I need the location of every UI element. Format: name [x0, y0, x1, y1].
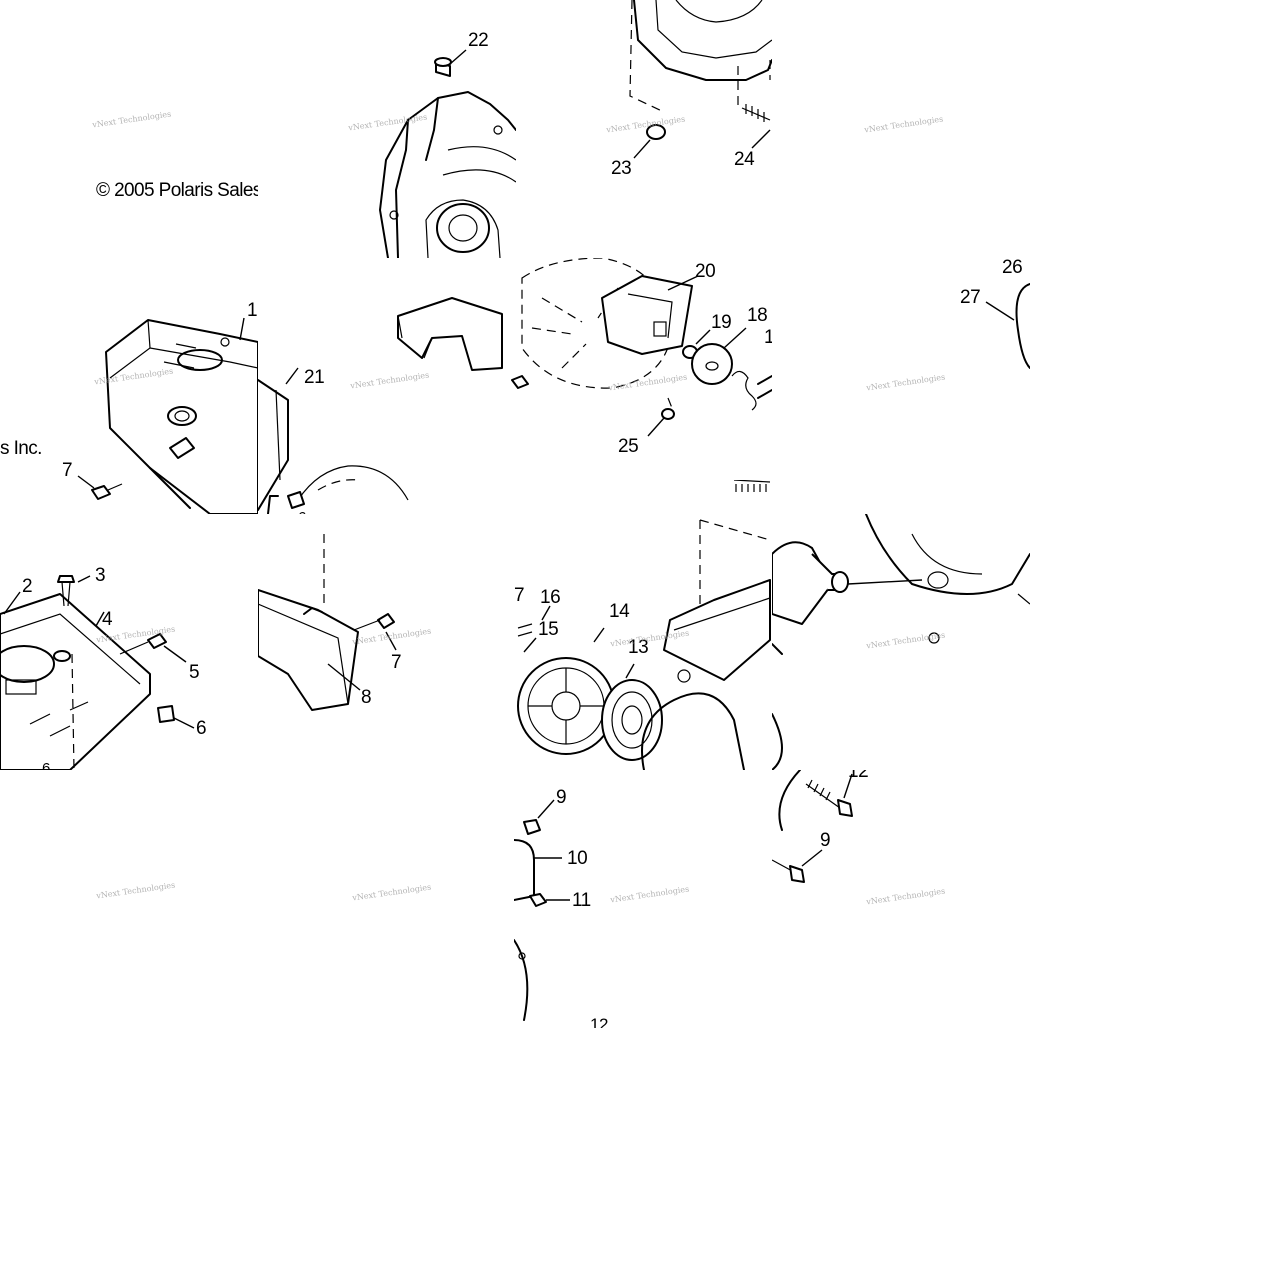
lower-cover-drawing [0, 575, 195, 770]
callout-2: 2 [22, 576, 33, 597]
fan-shroud-drawing [258, 367, 409, 514]
crankcase-cover-drawing [379, 49, 516, 258]
callout-12b: 12 [590, 1015, 608, 1028]
callout-24: 24 [734, 149, 755, 170]
recoil-starter-drawing [517, 480, 771, 770]
callout-20: 20 [695, 261, 716, 282]
callout-16: 16 [540, 587, 561, 608]
starter-housing-drawing [772, 514, 1030, 770]
callout-9b: 9 [820, 830, 831, 851]
watermark: vNext Technologies [95, 880, 176, 901]
callout-11: 11 [572, 890, 591, 911]
callout-6: 6 [298, 508, 306, 514]
callout-1b: 1 [764, 327, 772, 348]
callout-7b: 7 [391, 652, 402, 673]
callout-1: 1 [247, 300, 258, 321]
callout-4: 4 [102, 609, 113, 630]
callout-22: 22 [468, 30, 489, 51]
callout-8: 8 [361, 687, 372, 708]
callout-19: 19 [711, 312, 732, 333]
stator-housing-drawing [629, 0, 772, 159]
watermark: vNext Technologies [863, 114, 944, 135]
copyright-text-cont: s Inc. [0, 438, 42, 459]
watermark: vNext Technologies [351, 882, 432, 903]
tile-lower-right [772, 514, 1030, 770]
callout-18: 18 [747, 305, 768, 326]
callout-9a: 9 [556, 787, 567, 808]
bolts-drawing [514, 799, 570, 1021]
tile-right: 26 27 [900, 250, 1030, 380]
callout-13: 13 [628, 637, 649, 658]
callout-21: 21 [304, 367, 325, 388]
seal-ring-drawing [985, 283, 1030, 369]
tile-top-center-right: 23 24 [516, 0, 772, 258]
callout-27: 27 [960, 287, 981, 308]
tile-lower-center: 7 16 15 14 13 [514, 480, 772, 770]
bolts-right-drawing [772, 770, 853, 883]
callout-7: 7 [62, 460, 73, 481]
copyright-text: © 2005 Polaris Sales [96, 180, 258, 201]
callout-10: 10 [567, 848, 588, 869]
tile-bottom-right: 12 9 [772, 770, 892, 900]
callout-12a: 12 [848, 770, 869, 782]
callout-6b: 6 [196, 718, 207, 739]
flywheel-fan-drawing [397, 258, 772, 437]
callout-15: 15 [538, 619, 559, 640]
duct-drawing [258, 534, 397, 711]
callout-6c: 6 [42, 760, 50, 770]
tile-top-left: © 2005 Polaris Sales [0, 0, 258, 258]
callout-23: 23 [611, 158, 632, 179]
tile-lower-center-left: 7 8 [258, 514, 514, 770]
callout-26: 26 [1002, 257, 1023, 278]
tile-bottom-center: 9 10 11 12 [514, 770, 772, 1028]
callout-5: 5 [189, 662, 200, 683]
tile-lower-left: 2 3 4 5 6 6 [0, 514, 258, 770]
callout-7c: 7 [514, 585, 525, 606]
callout-3: 3 [95, 565, 106, 586]
tile-center: 20 19 18 1 25 [372, 258, 772, 458]
callout-14: 14 [609, 601, 630, 622]
fan-cover-drawing [77, 317, 258, 514]
callout-25: 25 [618, 436, 639, 457]
tile-top-middle: 22 [258, 0, 516, 258]
tile-middle-left: s Inc. 1 7 [0, 258, 258, 514]
